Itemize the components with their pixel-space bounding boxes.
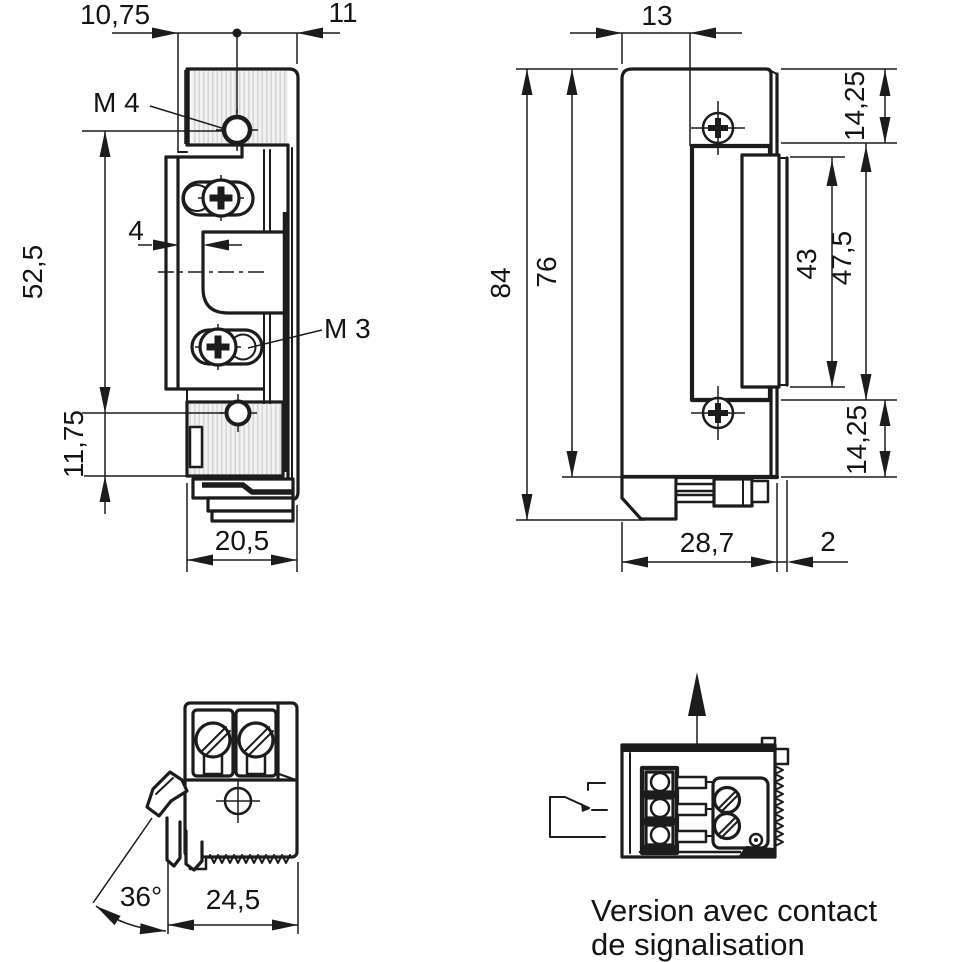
dim-76: 76 — [531, 69, 620, 478]
top-fixing-hole-m4-icon — [216, 109, 258, 151]
dim-text-24-5: 24,5 — [206, 884, 261, 915]
dim-text-10-75: 10,75 — [80, 0, 150, 30]
contact-top-tab — [760, 736, 777, 747]
contact-dark-corner — [738, 846, 775, 857]
dim-20-5: 20,5 — [186, 483, 298, 572]
thread-label-m4: M 4 — [93, 87, 140, 118]
label-m3: M 3 — [247, 313, 371, 349]
latch-jaw — [201, 230, 287, 315]
dim-43: 43 — [790, 156, 845, 388]
pin-hole-2-icon — [649, 797, 671, 819]
front-screw-top-icon — [691, 101, 745, 155]
label-m4: M 4 — [93, 87, 226, 130]
pin-block — [639, 765, 714, 856]
dim-24-5: 24,5 — [168, 862, 299, 934]
contact-top-band — [622, 745, 775, 752]
dim-text-14-25-bottom: 14,25 — [841, 405, 872, 475]
side-view-dimensions: 10,75 11 M 4 4 52,5 11,75 — [17, 0, 371, 572]
contact-view: Version avec contact de signalisation — [549, 672, 877, 962]
dim-text-28-7: 28,7 — [680, 527, 735, 558]
lower-notch — [188, 425, 204, 469]
mounting-foot — [191, 477, 295, 523]
serration-bottom — [209, 854, 291, 864]
dim-text-36deg: 36° — [120, 881, 162, 912]
dim-14-25-bottom: 14,25 — [781, 400, 897, 478]
serration-right — [774, 765, 784, 847]
top-view-screw-icon — [216, 779, 260, 823]
upper-adjust-screw-icon — [181, 175, 255, 221]
front-connector — [620, 475, 770, 521]
top-view: 36° 24,5 — [92, 701, 299, 937]
signal-screw-2-icon — [712, 811, 742, 841]
dim-text-13: 13 — [641, 0, 672, 31]
dim-13: 13 — [570, 0, 742, 146]
front-view-dimensions: 13 84 76 14,25 — [485, 0, 897, 572]
front-view — [619, 67, 789, 521]
contact-side-tab — [773, 747, 790, 766]
front-screw-bottom-icon — [691, 386, 745, 440]
thread-label-m3: M 3 — [324, 313, 371, 344]
dim-text-43: 43 — [791, 248, 822, 279]
dim-text-20-5: 20,5 — [215, 525, 270, 556]
dim-28-7: 28,7 — [621, 483, 778, 572]
up-arrow-icon — [688, 672, 706, 744]
dim-4: 4 — [128, 215, 242, 268]
dim-2: 2 — [777, 480, 848, 572]
dim-36deg: 36° — [92, 817, 169, 937]
open-latch-arm — [145, 770, 204, 872]
dim-text-47-5: 47,5 — [826, 231, 857, 286]
dim-47-5: 47,5 — [781, 143, 897, 401]
pin-hole-1-icon — [649, 771, 671, 793]
dim-text-11-75: 11,75 — [58, 410, 89, 478]
dim-text-2: 2 — [820, 526, 836, 557]
terminal-screw-right-icon — [237, 721, 275, 759]
caption-line-1: Version avec contact — [591, 893, 877, 928]
latch-screw-m3-icon — [190, 324, 264, 370]
dim-14-25-top: 14,25 — [781, 68, 897, 144]
caption-line-2: de signalisation — [591, 927, 805, 962]
dim-84: 84 — [485, 68, 645, 521]
terminal-screw-left-icon — [194, 721, 232, 759]
switch-symbol-icon — [549, 782, 608, 838]
dim-text-84: 84 — [485, 267, 516, 298]
signal-terminal-block — [711, 776, 770, 850]
dim-text-76: 76 — [531, 256, 562, 287]
dim-52-5: 52,5 11,75 — [17, 130, 226, 514]
keeper-flap — [740, 153, 781, 389]
dim-text-4: 4 — [128, 215, 144, 246]
dim-text-14-25-top: 14,25 — [839, 71, 870, 141]
dim-10-75: 10,75 11 — [80, 0, 358, 152]
pin-hole-3-icon — [649, 824, 671, 846]
signal-screw-1-icon — [712, 785, 742, 815]
dim-text-11: 11 — [328, 0, 357, 28]
dim-text-52-5: 52,5 — [17, 245, 48, 300]
side-view — [158, 67, 300, 523]
